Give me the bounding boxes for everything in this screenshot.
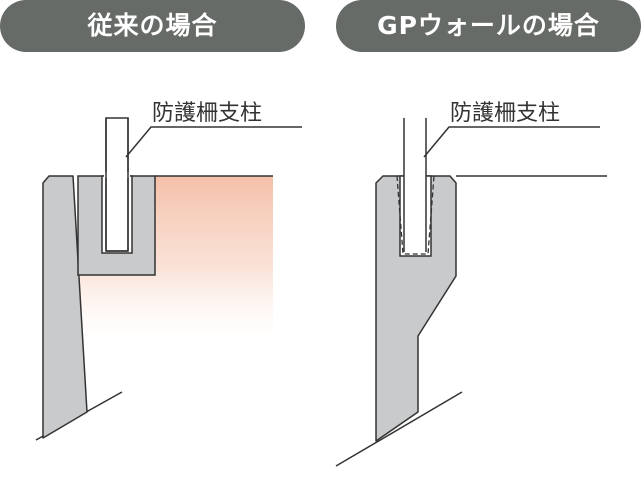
ground-line bbox=[335, 391, 463, 467]
sleeve-dashed bbox=[396, 175, 435, 255]
label-leader bbox=[125, 126, 302, 158]
post-label: 防護柵支柱 bbox=[152, 101, 262, 126]
wall-body bbox=[375, 175, 457, 442]
wall-body bbox=[42, 175, 88, 439]
heading-gp-wall: GPウォールの場合 bbox=[336, 0, 641, 52]
guardrail-post bbox=[105, 117, 129, 252]
heading-conventional: 従来の場合 bbox=[0, 0, 305, 52]
label-leader bbox=[423, 126, 600, 158]
post-label: 防護柵支柱 bbox=[450, 101, 560, 126]
conventional-panel: 防護柵支柱 bbox=[35, 101, 302, 441]
gp-wall-panel: 防護柵支柱 bbox=[335, 101, 607, 467]
